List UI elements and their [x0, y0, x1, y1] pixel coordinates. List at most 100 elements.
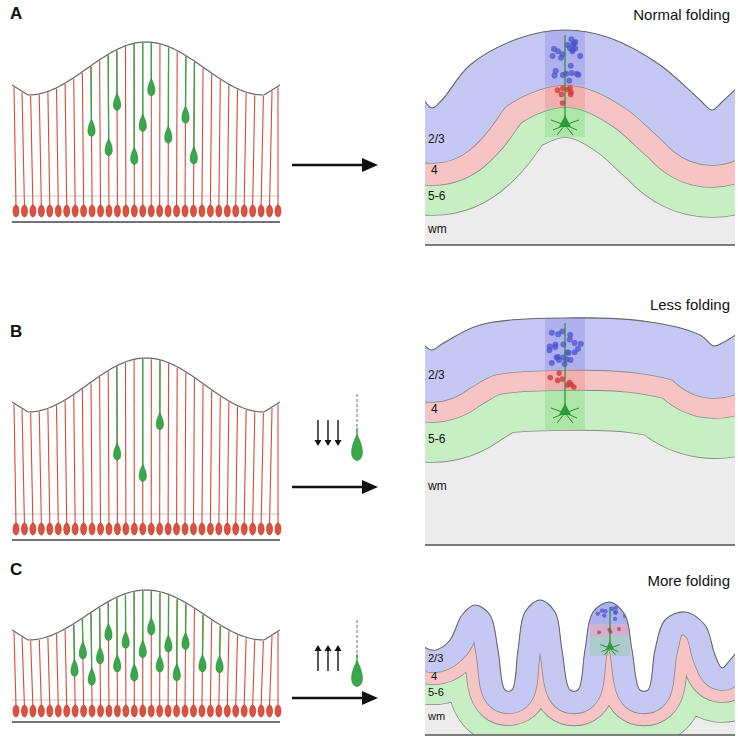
glial-fiber: [270, 408, 272, 524]
glial-fiber: [14, 87, 16, 206]
layer23-neuron: [596, 611, 600, 615]
pial-surface: [425, 600, 735, 691]
glial-cell-body: [216, 705, 222, 717]
layer23-neuron: [569, 70, 575, 76]
leading-process: [193, 62, 195, 149]
leading-process: [99, 608, 101, 649]
panel-bottom: [425, 244, 735, 245]
cortical-layer: [425, 600, 735, 691]
pial-surface: [425, 30, 735, 110]
radial-glia-panel: [12, 590, 281, 722]
glial-fiber: [210, 74, 211, 206]
cortex-panel: [425, 0, 735, 245]
migrating-neuron: [148, 618, 155, 635]
glial-fiber: [236, 635, 238, 706]
glial-cell-body: [233, 705, 239, 717]
glial-fiber: [184, 604, 186, 706]
faint-line: [12, 514, 280, 515]
glial-cell-body: [106, 205, 112, 217]
migrating-neuron: [139, 641, 146, 658]
glial-fiber: [151, 43, 152, 206]
radial-glia-panel: [12, 42, 281, 222]
layer4-neuron: [556, 370, 562, 376]
glial-cell-body: [140, 205, 146, 217]
glial-fiber: [14, 632, 16, 706]
glial-cell-body: [72, 523, 78, 535]
faint-line: [12, 700, 280, 701]
arrow-head: [335, 645, 342, 651]
glial-cell-body: [114, 705, 120, 717]
glial-fiber: [270, 636, 272, 706]
glial-cell-body: [47, 205, 53, 217]
glial-cell-body: [216, 523, 222, 535]
glial-fiber: [57, 89, 59, 206]
glial-fiber: [244, 410, 246, 524]
cortical-layer: [425, 600, 735, 691]
glial-cell-body: [157, 205, 163, 217]
increase-arrow: [325, 645, 332, 671]
glial-cell-body: [267, 205, 273, 217]
glial-fiber: [244, 638, 246, 706]
glial-cell-body: [267, 705, 273, 717]
glial-cell-body: [275, 705, 281, 717]
layer23-neuron: [575, 72, 581, 78]
glial-cell-body: [258, 705, 264, 717]
layer23-neuron: [600, 608, 604, 612]
layer23-neuron: [563, 71, 569, 77]
glial-cell-body: [174, 705, 180, 717]
layer23-neuron: [568, 357, 574, 363]
glial-fiber: [125, 363, 127, 524]
arrow-shaft: [327, 420, 328, 441]
arrow-shaft: [337, 650, 338, 671]
ventricular-surface: [12, 721, 280, 722]
ventricular-surface: [12, 221, 280, 222]
glial-cell-body: [224, 523, 230, 535]
leading-process: [168, 48, 170, 129]
cortex-tissue: [425, 290, 735, 545]
glial-cell-body: [182, 205, 188, 217]
migrating-neuron: [216, 656, 223, 673]
glial-fiber: [227, 402, 229, 524]
leading-process: [176, 599, 178, 666]
glial-fiber: [99, 377, 101, 524]
layer4-neuron: [559, 92, 565, 98]
arrow-head: [315, 645, 322, 651]
glial-fiber: [176, 599, 178, 706]
leading-process: [125, 595, 126, 634]
layer23-neuron: [572, 340, 578, 346]
ventricular-surface: [12, 539, 280, 540]
pyramidal-soma: [559, 403, 571, 415]
glial-fiber: [57, 634, 59, 706]
glial-cell-body: [47, 523, 53, 535]
glial-fiber: [48, 409, 50, 524]
increase-arrow: [335, 645, 342, 671]
glial-cell-body: [199, 205, 205, 217]
glial-cell-body: [30, 705, 36, 717]
white-matter: [425, 290, 735, 545]
glial-fiber: [31, 413, 33, 524]
glial-fiber: [134, 592, 135, 706]
glial-cell-body: [190, 523, 196, 535]
dashed-process: [356, 620, 357, 664]
glial-fiber: [210, 620, 211, 706]
glial-cell-body: [89, 523, 95, 535]
layer23-neuron: [567, 337, 573, 343]
glial-cell-body: [81, 205, 87, 217]
layer23-neuron: [558, 55, 564, 61]
arrow-head: [325, 645, 332, 651]
panel-title: Less folding: [650, 296, 730, 313]
glial-fiber: [65, 84, 67, 206]
glial-cell-body: [21, 523, 27, 535]
cortical-layer: [425, 30, 735, 110]
glial-fiber: [277, 632, 278, 706]
glial-fiber: [168, 364, 170, 524]
layer-label: wm: [428, 480, 447, 494]
glial-fiber: [176, 52, 178, 206]
glial-cell-body: [250, 205, 256, 217]
glial-cell-body: [224, 705, 230, 717]
glial-fiber: [31, 641, 33, 706]
panel-bottom: [425, 734, 735, 735]
glial-cell-body: [241, 205, 247, 217]
glial-cell-body: [106, 705, 112, 717]
